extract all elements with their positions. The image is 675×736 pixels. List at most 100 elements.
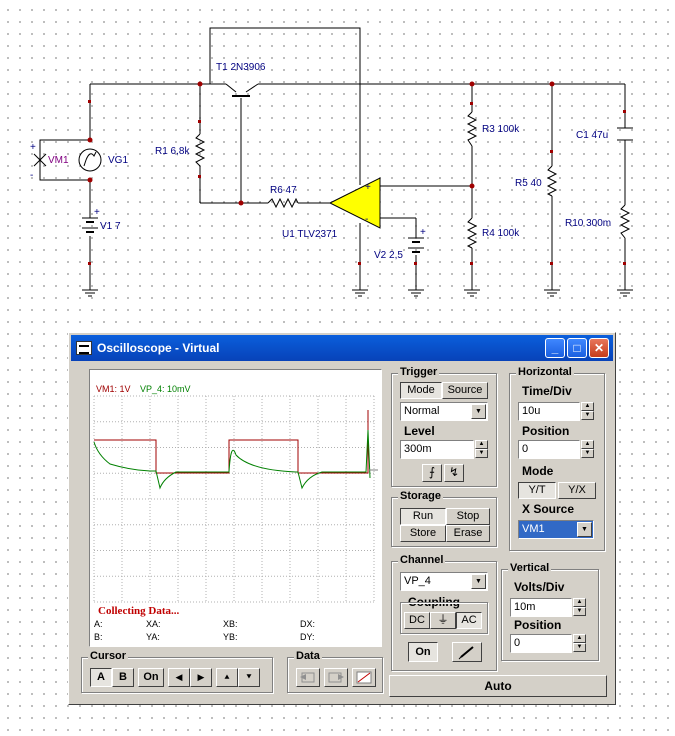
- maximize-button[interactable]: □: [567, 338, 587, 358]
- minimize-button[interactable]: _: [545, 338, 565, 358]
- import-icon: [300, 672, 315, 683]
- svg-text:+: +: [30, 142, 36, 153]
- label-r5: R5 40: [515, 178, 542, 189]
- label-vm1: VM1: [48, 155, 69, 166]
- label-v1: V1 7: [100, 221, 121, 232]
- cursor-title: Cursor: [88, 650, 129, 662]
- h-position-spinner[interactable]: ▲▼: [581, 440, 594, 459]
- status-text: Collecting Data...: [98, 605, 180, 617]
- readout-yb: YB:: [223, 632, 238, 642]
- trigger-title: Trigger: [398, 366, 440, 378]
- trigger-mode-select[interactable]: Normal ▼: [400, 402, 488, 421]
- readout-a: A:: [94, 619, 103, 629]
- cursor-a-button[interactable]: A: [90, 668, 112, 687]
- dropdown-arrow-icon[interactable]: ▼: [471, 574, 486, 589]
- label-r4: R4 100k: [482, 228, 520, 239]
- svg-text:+: +: [365, 182, 371, 193]
- cursor-left-button[interactable]: ◀: [168, 668, 190, 687]
- coupling-box: [400, 602, 488, 634]
- xsource-label: X Source: [522, 502, 575, 516]
- voltsdiv-input[interactable]: 10m: [510, 598, 572, 617]
- trigger-source-tab[interactable]: Source: [442, 382, 488, 399]
- cursor-on-button[interactable]: On: [138, 668, 164, 687]
- h-position-input[interactable]: 0: [518, 440, 580, 459]
- cursor-up-button[interactable]: ⯅: [216, 668, 238, 687]
- cursor-down-button[interactable]: ⯆: [238, 668, 260, 687]
- rising-edge-button[interactable]: ⨍: [422, 464, 442, 482]
- readout-dx: DX:: [300, 619, 316, 629]
- readout-ya: YA:: [146, 632, 160, 642]
- run-button[interactable]: Run: [400, 508, 446, 525]
- dropdown-arrow-icon[interactable]: ▼: [577, 522, 592, 537]
- graph-icon: [356, 671, 372, 684]
- readout-xb: XB:: [223, 619, 238, 629]
- label-u1: U1 TLV2371: [282, 229, 338, 240]
- trigger-mode-tab[interactable]: Mode: [400, 382, 442, 399]
- mode-label: Mode: [522, 464, 554, 478]
- import-data-button[interactable]: [296, 668, 320, 687]
- data-title: Data: [294, 650, 322, 662]
- label-r10: R10 300m: [565, 218, 611, 229]
- pen-icon: [458, 646, 474, 660]
- oscilloscope-icon: [76, 341, 92, 355]
- vp4-legend: VP_4: 10mV: [140, 384, 191, 394]
- coupling-dc-button[interactable]: DC: [404, 612, 430, 629]
- erase-button[interactable]: Erase: [446, 525, 490, 542]
- channel-color-button[interactable]: [452, 642, 482, 662]
- storage-title: Storage: [398, 490, 443, 502]
- readout-dy: DY:: [300, 632, 315, 642]
- vp4-trace: [93, 429, 371, 490]
- channel-title: Channel: [398, 554, 446, 566]
- label-t1: T1 2N3906: [216, 62, 266, 73]
- cursor-b-button[interactable]: B: [112, 668, 134, 687]
- timediv-input[interactable]: 10u: [518, 402, 580, 421]
- trigger-level-label: Level: [404, 424, 435, 438]
- v-position-input[interactable]: 0: [510, 634, 572, 653]
- export-data-button[interactable]: [324, 668, 348, 687]
- horizontal-title: Horizontal: [516, 366, 574, 378]
- window-title: Oscilloscope - Virtual: [97, 341, 220, 355]
- trigger-mode-value: Normal: [404, 405, 440, 417]
- readout-xa: XA:: [146, 619, 161, 629]
- svg-text:+: +: [420, 227, 426, 238]
- label-vg1: VG1: [108, 155, 128, 166]
- channel-on-button[interactable]: On: [408, 642, 438, 662]
- label-r1: R1 6,8k: [155, 146, 190, 157]
- close-button[interactable]: ✕: [589, 338, 609, 358]
- stop-button[interactable]: Stop: [446, 508, 490, 525]
- channel-group: Channel VP_4▼ Coupling DC ⏚ AC On: [391, 554, 497, 671]
- scope-display[interactable]: VM1: 1V VP_4: 10mV Collecting Data... A:…: [89, 369, 382, 647]
- cursor-right-button[interactable]: ▶: [190, 668, 212, 687]
- graph-data-button[interactable]: [352, 668, 376, 687]
- timediv-label: Time/Div: [522, 384, 572, 398]
- dropdown-arrow-icon[interactable]: ▼: [471, 404, 486, 419]
- coupling-ac-button[interactable]: AC: [456, 612, 482, 629]
- vm1-legend: VM1: 1V: [96, 384, 131, 394]
- channel-value: VP_4: [404, 575, 431, 587]
- label-c1: C1 47u: [576, 130, 608, 141]
- data-group: Data: [287, 650, 383, 693]
- waveform-plot: [93, 395, 378, 603]
- label-r6: R6 47: [270, 185, 297, 196]
- xsource-select[interactable]: VM1▼: [518, 520, 594, 539]
- auto-button[interactable]: Auto: [389, 675, 607, 697]
- coupling-gnd-button[interactable]: ⏚: [430, 612, 456, 629]
- label-r3: R3 100k: [482, 124, 520, 135]
- falling-edge-button[interactable]: ↯: [444, 464, 464, 482]
- store-button[interactable]: Store: [400, 525, 446, 542]
- h-position-label: Position: [522, 424, 570, 438]
- timediv-spinner[interactable]: ▲▼: [581, 402, 594, 421]
- mode-yx-button[interactable]: Y/X: [558, 482, 596, 499]
- svg-text:-: -: [30, 170, 33, 181]
- opamp-symbol: [328, 177, 381, 229]
- trigger-level-spinner[interactable]: ▲▼: [475, 440, 488, 459]
- readout-b: B:: [94, 632, 103, 642]
- channel-select[interactable]: VP_4 ▼: [400, 572, 488, 591]
- storage-group: Storage Run Stop Store Erase: [391, 490, 497, 547]
- cursor-group: Cursor A B On ◀ ▶ ⯅ ⯆: [81, 650, 273, 693]
- title-bar[interactable]: Oscilloscope - Virtual _ □ ✕: [71, 335, 613, 361]
- trigger-level-input[interactable]: 300m: [400, 440, 474, 459]
- v-position-spinner[interactable]: ▲▼: [573, 634, 586, 653]
- mode-yt-button[interactable]: Y/T: [518, 482, 556, 499]
- voltsdiv-spinner[interactable]: ▲▼: [573, 598, 586, 617]
